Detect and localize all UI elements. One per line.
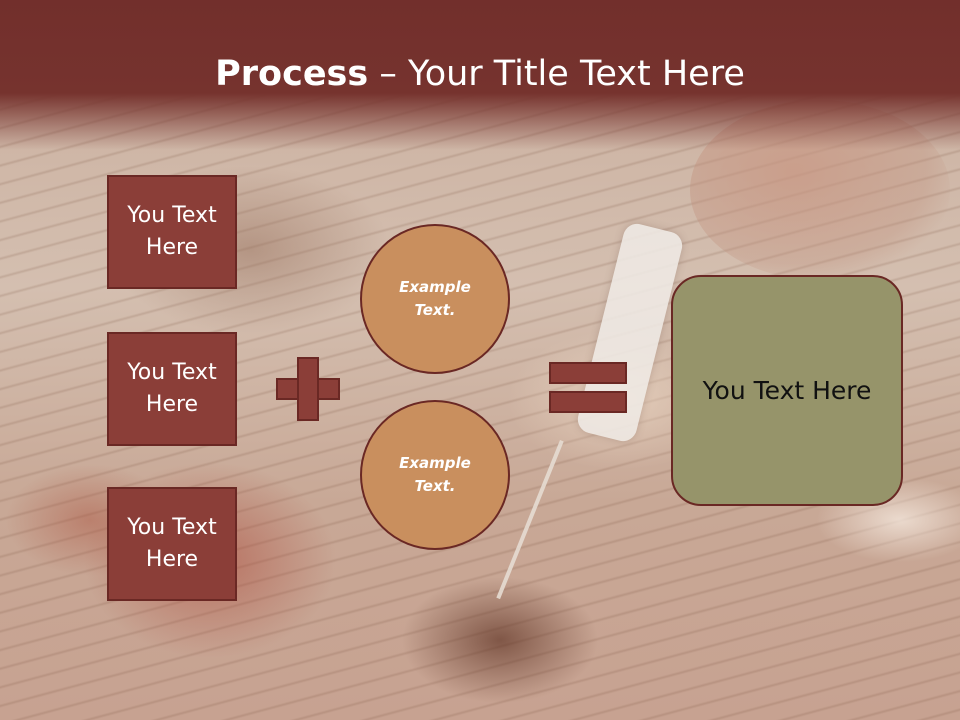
input-box-1-label: You Text Here	[127, 203, 217, 260]
input-box-2[interactable]: You Text Here	[107, 332, 237, 446]
input-box-3-label: You Text Here	[127, 515, 217, 572]
example-circle-1-label: Example Text.	[399, 278, 471, 319]
result-box-label: You Text Here	[702, 376, 872, 405]
input-box-1[interactable]: You Text Here	[107, 175, 237, 289]
result-box[interactable]: You Text Here	[671, 275, 903, 506]
example-circle-1[interactable]: Example Text.	[360, 224, 510, 374]
equals-icon-top-bar[interactable]	[549, 362, 627, 384]
title-bold-part: Process	[215, 54, 369, 94]
plus-icon[interactable]	[276, 357, 340, 421]
input-box-3[interactable]: You Text Here	[107, 487, 237, 601]
equals-icon-bottom-bar[interactable]	[549, 391, 627, 413]
example-circle-2[interactable]: Example Text.	[360, 400, 510, 550]
slide-title[interactable]: Process – Your Title Text Here	[0, 52, 960, 96]
plus-center	[299, 380, 317, 398]
input-box-2-label: You Text Here	[127, 360, 217, 417]
title-rest-part: – Your Title Text Here	[368, 54, 745, 94]
example-circle-2-label: Example Text.	[399, 454, 471, 495]
header-bar	[0, 0, 960, 150]
